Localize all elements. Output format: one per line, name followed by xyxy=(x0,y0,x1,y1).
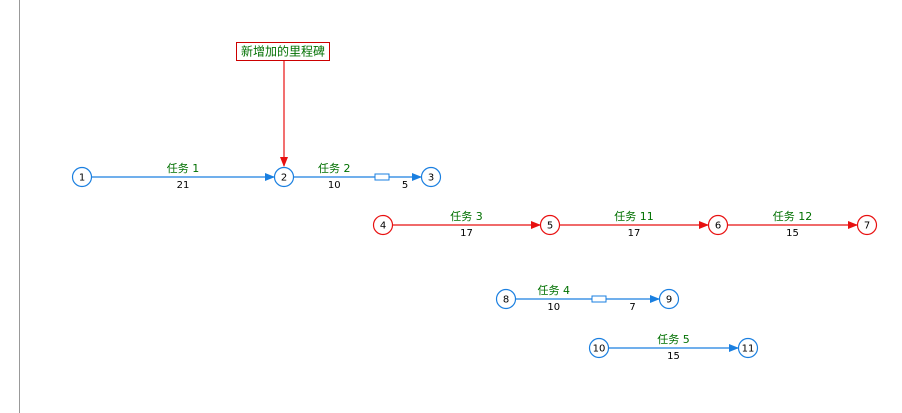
task-arrow[interactable]: 任务 11 17 xyxy=(559,210,709,239)
task-arrow[interactable]: 7 任务 4 10 xyxy=(515,284,660,313)
node-label: 5 xyxy=(547,221,553,232)
node-label: 7 xyxy=(864,221,870,232)
task-arrow[interactable]: 5 任务 2 10 xyxy=(293,162,422,191)
node-label: 9 xyxy=(666,295,672,306)
node-label: 3 xyxy=(428,173,434,184)
event-node[interactable]: 2 xyxy=(273,166,295,188)
node-label: 4 xyxy=(380,221,386,232)
callout-box xyxy=(236,42,330,61)
task-duration: 17 xyxy=(628,228,641,239)
node-circle xyxy=(372,214,394,236)
task-name: 任务 2 xyxy=(318,162,351,175)
event-node[interactable]: 7 xyxy=(856,214,878,236)
task-duration: 10 xyxy=(328,180,341,191)
node-label: 6 xyxy=(715,221,721,232)
task-duration: 10 xyxy=(547,302,560,313)
float-box xyxy=(591,295,607,303)
event-node[interactable]: 10 xyxy=(588,337,610,359)
task-float: 5 xyxy=(402,180,408,191)
node-circle xyxy=(71,166,93,188)
node-circle xyxy=(856,214,878,236)
task-name: 任务 4 xyxy=(538,284,571,297)
callout-text: 新增加的里程碑 xyxy=(241,44,325,59)
node-label: 10 xyxy=(593,344,606,355)
node-label: 2 xyxy=(281,173,287,184)
event-node[interactable]: 9 xyxy=(658,288,680,310)
task-name: 任务 3 xyxy=(450,210,483,223)
event-node[interactable]: 8 xyxy=(495,288,517,310)
node-label: 8 xyxy=(503,295,509,306)
task-duration: 17 xyxy=(460,228,473,239)
task-duration: 15 xyxy=(786,228,799,239)
task-name: 任务 1 xyxy=(167,162,200,175)
task-duration: 21 xyxy=(177,180,190,191)
task-duration: 15 xyxy=(667,351,680,362)
task-name: 任务 5 xyxy=(657,333,690,346)
task-float: 7 xyxy=(629,302,635,313)
task-arrow[interactable]: 任务 1 21 xyxy=(91,162,275,191)
event-node[interactable]: 11 xyxy=(737,337,759,359)
node-circle xyxy=(707,214,729,236)
event-node[interactable]: 5 xyxy=(539,214,561,236)
node-label: 1 xyxy=(79,173,85,184)
node-circle xyxy=(273,166,295,188)
task-arrow[interactable]: 任务 3 17 xyxy=(392,210,541,239)
event-node[interactable]: 4 xyxy=(372,214,394,236)
node-circle xyxy=(658,288,680,310)
event-node[interactable]: 3 xyxy=(420,166,442,188)
milestone-callout: 新增加的里程碑 xyxy=(236,42,330,167)
node-circle xyxy=(539,214,561,236)
event-node[interactable]: 6 xyxy=(707,214,729,236)
task-arrow[interactable]: 任务 5 15 xyxy=(608,333,739,362)
float-box xyxy=(374,173,390,181)
nodes-layer: 1 2 3 4 5 6 7 8 9 10 11 xyxy=(71,166,878,359)
node-label: 11 xyxy=(742,344,755,355)
node-circle xyxy=(588,337,610,359)
node-circle xyxy=(495,288,517,310)
task-name: 任务 11 xyxy=(614,210,654,223)
task-name: 任务 12 xyxy=(773,210,813,223)
node-circle xyxy=(420,166,442,188)
task-arrow[interactable]: 任务 12 15 xyxy=(727,210,858,239)
event-node[interactable]: 1 xyxy=(71,166,93,188)
node-circle xyxy=(737,337,759,359)
